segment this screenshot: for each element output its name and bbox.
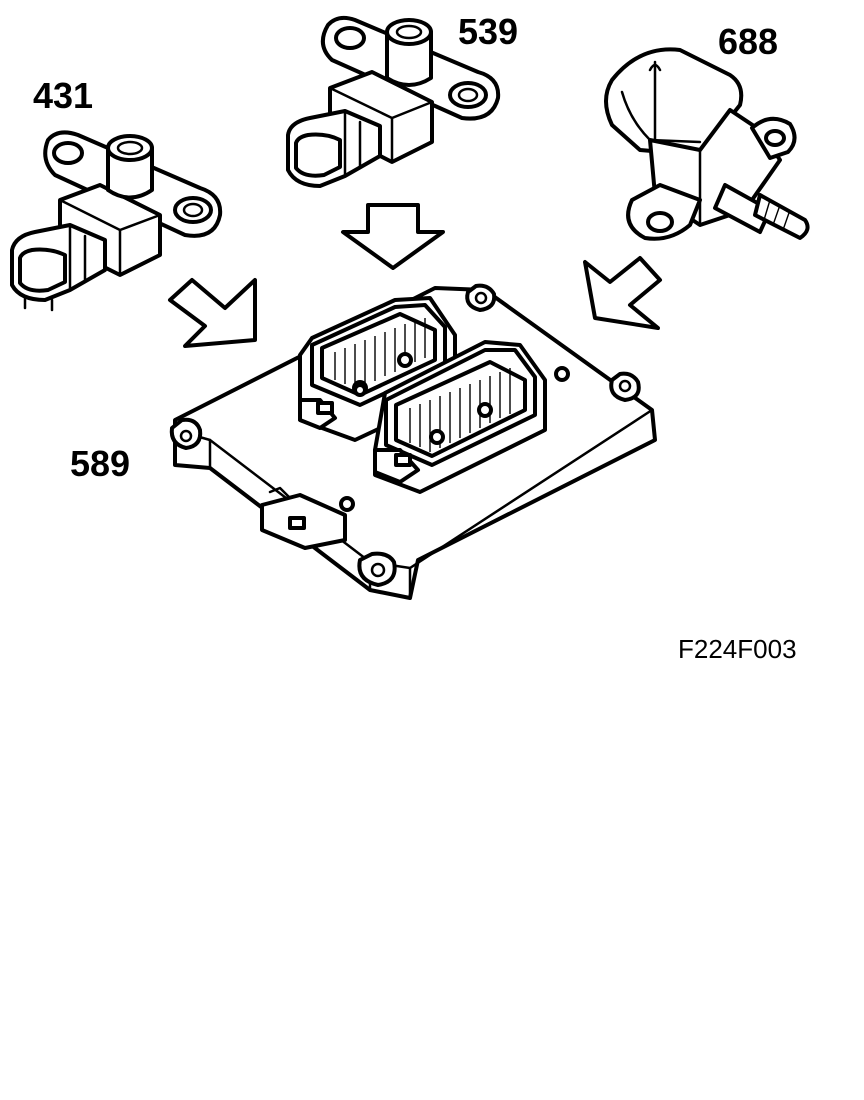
label-589: 589	[70, 443, 131, 484]
arrow-688-to-589	[583, 256, 662, 330]
sensor-539-drawing	[286, 15, 501, 188]
label-688: 688	[718, 21, 779, 62]
figure-id: F224F003	[678, 634, 797, 664]
arrow-431-to-589	[168, 278, 257, 348]
arrow-539-to-589	[341, 203, 445, 270]
sensor-431-drawing	[10, 130, 223, 312]
label-539: 539	[458, 11, 519, 52]
sensor-688-drawing	[604, 47, 810, 241]
control-module-589-drawing	[169, 283, 657, 600]
label-431: 431	[33, 75, 94, 116]
